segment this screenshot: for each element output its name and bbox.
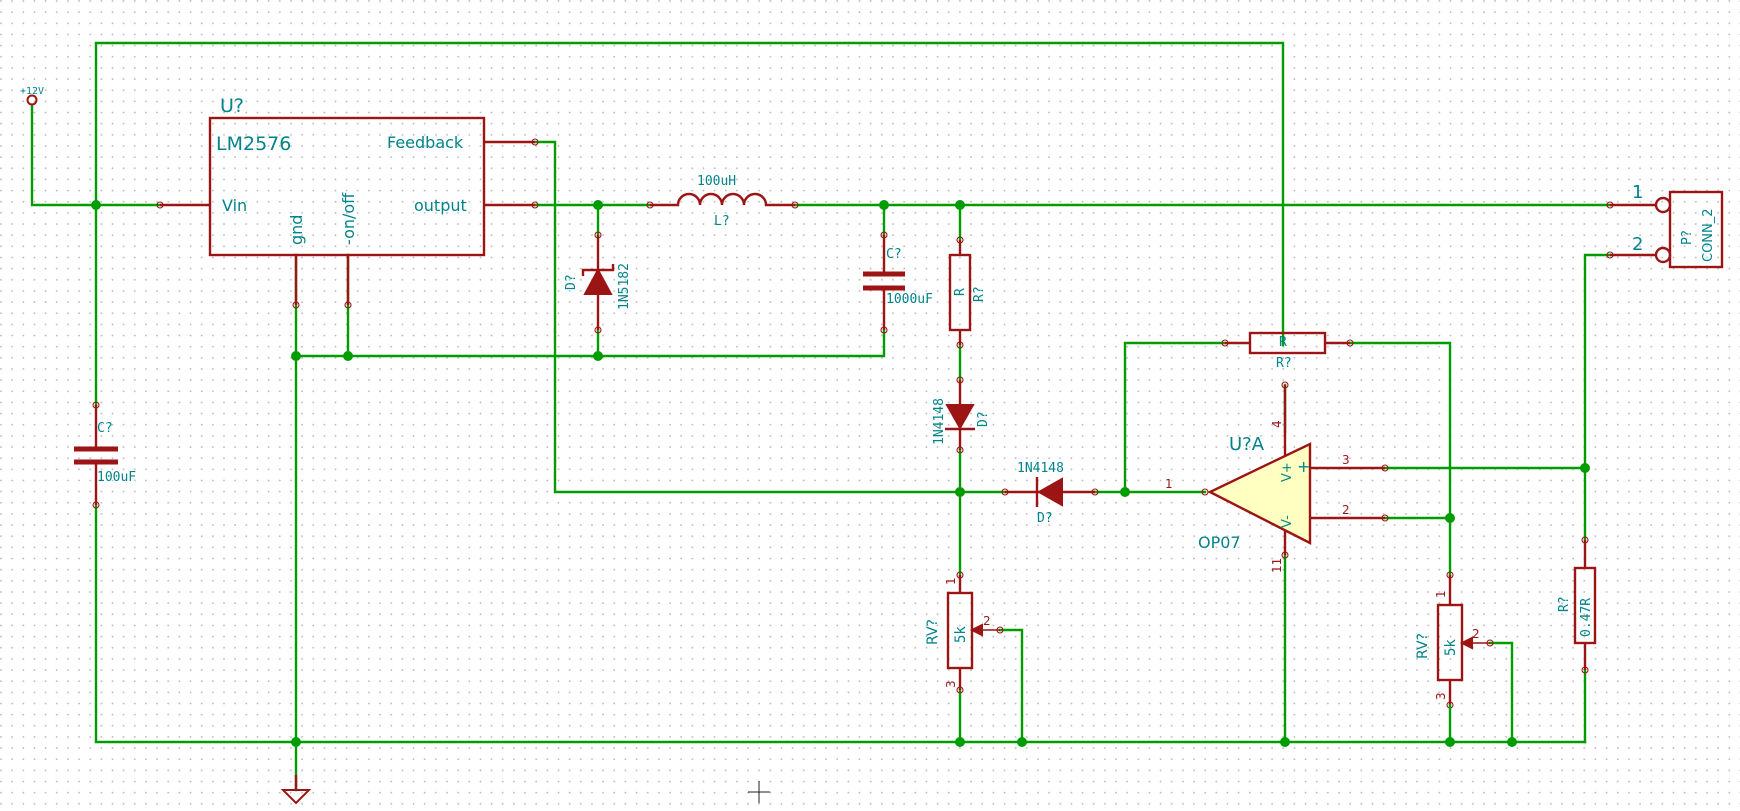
opamp-op07[interactable]: U?A OP07 V+ V- + 1 3 2 4 11 (1165, 381, 1389, 573)
capacitor-output[interactable]: C? 1000uF (863, 231, 933, 334)
regulator-pin-gnd: gnd (287, 215, 306, 245)
potentiometer-left-pin1: 1 (944, 577, 958, 585)
regulator-pin-onoff: -on/off (339, 192, 358, 245)
inductor-ref: L? (714, 214, 730, 229)
opamp-ref: U?A (1229, 434, 1265, 455)
cursor-crosshair-icon (748, 781, 770, 803)
regulator-ref: U? (220, 95, 244, 117)
capacitor-input-ref: C? (97, 421, 113, 436)
opamp-value: OP07 (1198, 533, 1241, 552)
diode-vertical-ref: D? (976, 411, 991, 427)
diode-vertical[interactable]: 1N4148 D? (932, 376, 991, 454)
capacitor-output-value: 1000uF (886, 292, 933, 307)
inductor[interactable]: 100uH L? (646, 174, 799, 229)
regulator-pin-output: output (414, 196, 467, 215)
potentiometer-left-ref: RV? (925, 619, 941, 645)
resistor-sense-value: 0.47R (1579, 598, 1594, 637)
opamp-plus-sign: + (1297, 457, 1310, 476)
diode-schottky-value: 1N5182 (617, 263, 632, 310)
diode-horizontal[interactable]: 1N4148 D? (1001, 461, 1099, 526)
potentiometer-right-pin1: 1 (1434, 590, 1448, 598)
resistor-series[interactable]: R R? (948, 236, 987, 349)
potentiometer-right-pin3: 3 (1434, 692, 1448, 700)
regulator-pin-feedback: Feedback (387, 133, 464, 152)
resistor-sense-ref: R? (1557, 596, 1572, 612)
potentiometer-left[interactable]: 5k RV? 1 2 3 (925, 571, 1004, 694)
inductor-value: 100uH (697, 174, 736, 189)
opamp-pin-noninv: 3 (1342, 453, 1350, 467)
power-flag-label: +12V (20, 86, 44, 97)
diode-schottky[interactable]: D? 1N5182 (564, 231, 632, 334)
opamp-pin-vpos: 4 (1270, 420, 1284, 428)
capacitor-input-value: 100uF (97, 470, 136, 485)
resistor-feedback[interactable]: R R? (1221, 331, 1354, 371)
connector-ref: P? (1680, 230, 1695, 245)
connector-pin2: 2 (1632, 234, 1643, 255)
regulator-name: LM2576 (216, 133, 291, 155)
opamp-pin-vneg: 11 (1270, 558, 1284, 573)
opamp-pin-inv: 2 (1342, 503, 1350, 517)
potentiometer-right-ref: RV? (1415, 633, 1431, 659)
resistor-series-ref: R? (972, 286, 987, 302)
resistor-series-value: R (953, 288, 968, 296)
potentiometer-left-pin3: 3 (944, 680, 958, 688)
opamp-label-vplus: V+ (1280, 462, 1295, 482)
potentiometer-left-pin2: 2 (983, 614, 991, 628)
potentiometer-right[interactable]: 5k RV? 1 2 3 (1415, 571, 1494, 744)
capacitor-output-ref: C? (886, 247, 902, 262)
connector-value: CONN_2 (1701, 208, 1716, 262)
regulator-lm2576[interactable]: U? LM2576 Vin Feedback output gnd -on/of… (156, 95, 539, 309)
diode-vertical-value: 1N4148 (932, 398, 947, 445)
potentiometer-right-value: 5k (1443, 639, 1459, 656)
diode-schottky-ref: D? (564, 274, 579, 290)
opamp-pin-out: 1 (1165, 477, 1173, 491)
diode-horizontal-value: 1N4148 (1017, 461, 1064, 476)
ground-symbol[interactable] (280, 775, 312, 805)
opamp-label-vminus: V- (1280, 515, 1295, 528)
diode-horizontal-ref: D? (1037, 511, 1053, 526)
potentiometer-left-value: 5k (953, 626, 969, 643)
resistor-sense[interactable]: 0.47R R? (1557, 536, 1597, 674)
regulator-pin-vin: Vin (222, 196, 247, 215)
potentiometer-right-pin2: 2 (1472, 627, 1480, 641)
connector-pin1: 1 (1632, 182, 1643, 203)
connector-conn2[interactable]: 1 2 P? CONN_2 (1606, 182, 1724, 269)
resistor-feedback-value: R (1279, 335, 1287, 350)
power-flag-12v[interactable]: +12V (20, 86, 44, 106)
resistor-feedback-ref: R? (1276, 356, 1292, 371)
capacitor-input[interactable]: C? 100uF (74, 401, 136, 509)
wires (30, 41, 1612, 792)
